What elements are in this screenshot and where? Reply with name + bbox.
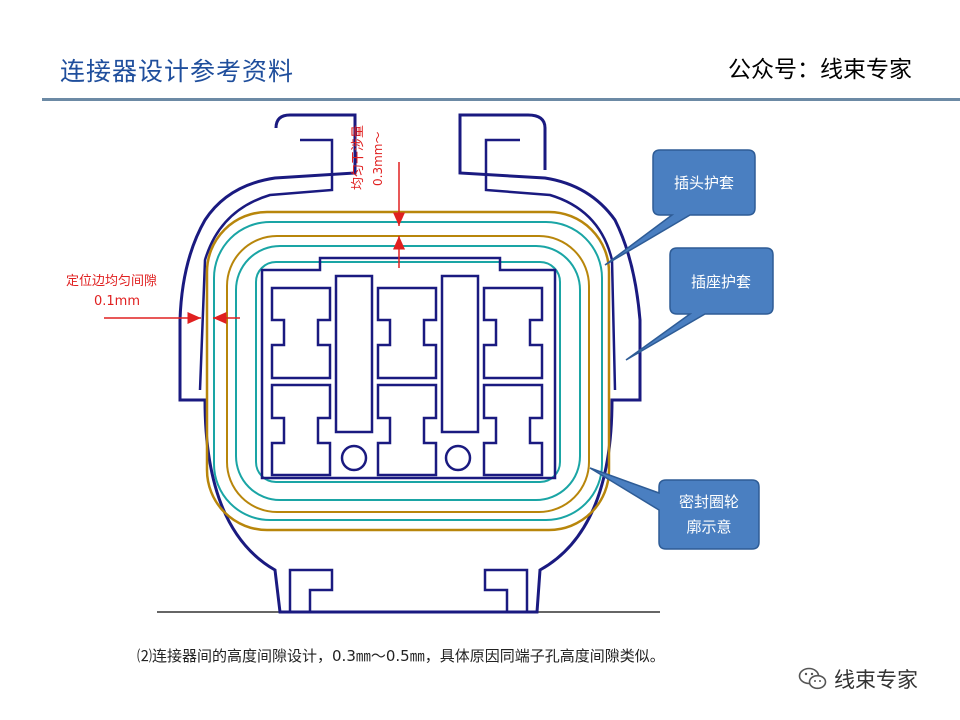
watermark-label: 线束专家 bbox=[834, 668, 918, 692]
wechat-icon bbox=[798, 667, 827, 690]
header-rule bbox=[42, 98, 960, 101]
callout-seal-ring-line1: 密封圈轮 bbox=[679, 493, 739, 511]
rib-left bbox=[334, 274, 374, 434]
watermark: 线束专家 bbox=[798, 664, 918, 694]
cavity-6 bbox=[482, 383, 544, 477]
socket-sheath-inner bbox=[226, 235, 590, 513]
cavity-3 bbox=[482, 286, 544, 380]
vertical-gap-value: 0.3mm～ bbox=[371, 132, 385, 186]
seal-ring-core bbox=[255, 261, 561, 483]
callout-socket-sheath-text: 插座护套 bbox=[691, 273, 751, 291]
cavity-block-outline bbox=[260, 256, 557, 480]
guide-hole-right bbox=[444, 444, 472, 472]
side-gap-label: 定位边均匀间隙 bbox=[66, 274, 157, 289]
figure-caption: ⑵连接器间的高度间隙设计，0.3㎜～0.5㎜，具体原因同端子孔高度间隙类似。 bbox=[137, 647, 665, 665]
callout-seal-ring: 密封圈轮 廓示意 bbox=[589, 467, 760, 550]
seal-ring-inner bbox=[235, 245, 581, 501]
page-title: 连接器设计参考资料 bbox=[60, 57, 295, 86]
cavity-4 bbox=[270, 383, 332, 477]
cavity-2 bbox=[376, 286, 438, 380]
guide-hole-left bbox=[340, 444, 368, 472]
terminal-cavities bbox=[270, 274, 544, 477]
callout-plug-sheath: 插头护套 bbox=[604, 149, 756, 266]
socket-sheath-outer bbox=[205, 210, 611, 532]
bottom-latch-right bbox=[483, 568, 529, 612]
vertical-gap-label: 均匀干涉量 bbox=[351, 125, 366, 190]
account-label: 公众号：线束专家 bbox=[728, 57, 912, 83]
plug-housing-outline bbox=[178, 113, 642, 614]
rib-right bbox=[440, 274, 480, 434]
plug-housing-inner bbox=[198, 138, 617, 391]
cavity-1 bbox=[270, 286, 332, 380]
seal-ring-outer bbox=[213, 221, 603, 521]
callout-seal-ring-line2: 廓示意 bbox=[686, 518, 731, 536]
callout-socket-sheath: 插座护套 bbox=[625, 247, 774, 361]
cavity-5 bbox=[376, 383, 438, 477]
bottom-latch-left bbox=[288, 568, 334, 612]
callout-plug-sheath-text: 插头护套 bbox=[674, 174, 734, 192]
side-gap-value: 0.1mm bbox=[94, 294, 140, 309]
